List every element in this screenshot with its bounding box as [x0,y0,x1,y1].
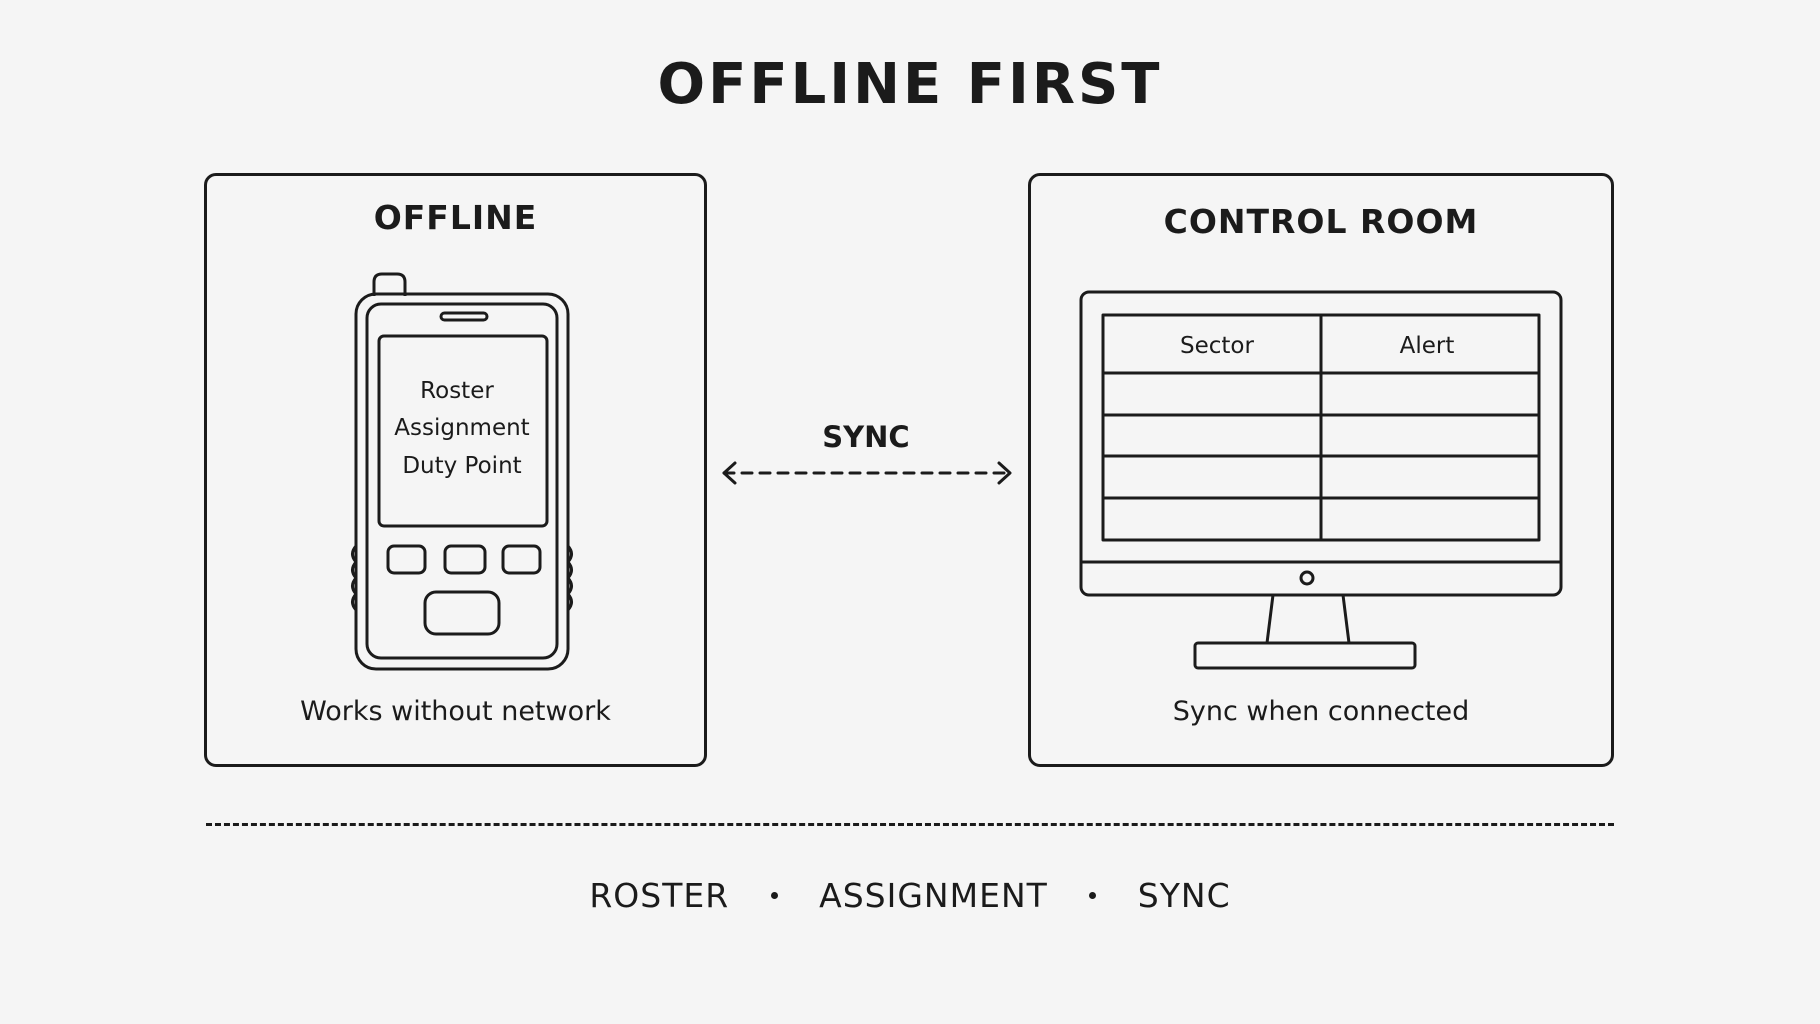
footer-item-assignment: ASSIGNMENT [819,876,1048,915]
bullet-separator [1089,892,1097,899]
footer-item-sync: SYNC [1137,876,1231,915]
screen-line-roster: Roster [420,378,494,404]
table-header-sector: Sector [1180,333,1254,359]
control-room-panel: CONTROL ROOM Sector Alert Sync when conn… [1028,173,1614,767]
bullet-separator [770,892,778,899]
offline-panel-title: OFFLINE [373,198,538,237]
handheld-radio-icon: Roster Assignment Duty Point [351,272,573,671]
screen-line-assignment: Assignment [394,415,529,441]
footer-item-roster: ROSTER [589,876,730,915]
bidirectional-dashed-arrow-icon [722,461,1012,485]
control-room-panel-title: CONTROL ROOM [1163,202,1479,241]
offline-panel-caption: Works without network [300,696,611,727]
footer-tagline: ROSTER ASSIGNMENT SYNC [0,874,1820,915]
screen-line-duty-point: Duty Point [402,453,521,479]
footer-divider [206,823,1614,826]
sync-label: SYNC [822,420,910,454]
offline-panel: OFFLINE Roster Assignment Duty Point [204,173,707,767]
control-room-panel-caption: Sync when connected [1172,696,1470,727]
main-title: OFFLINE FIRST [657,52,1163,117]
monitor-icon: Sector Alert [1079,290,1563,670]
table-header-alert: Alert [1400,333,1455,359]
